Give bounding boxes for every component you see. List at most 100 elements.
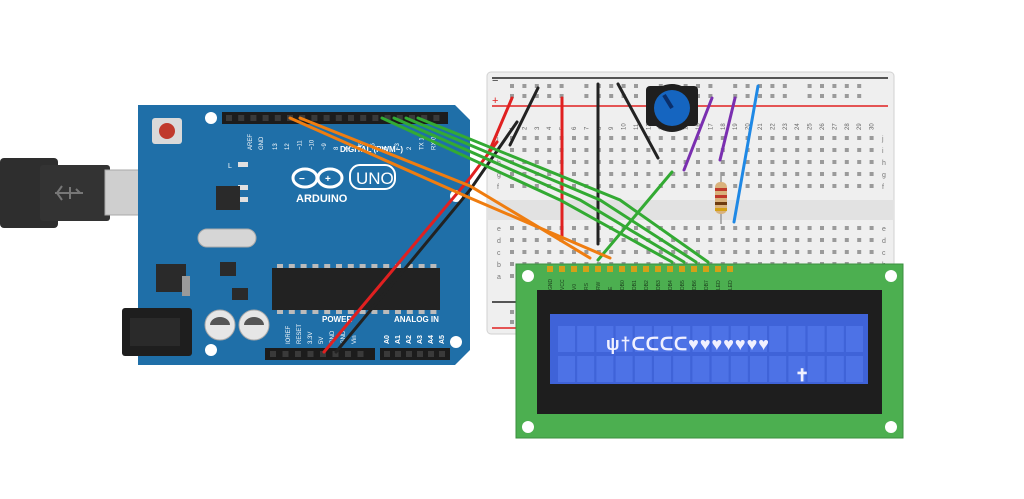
rail-hole[interactable]	[534, 84, 539, 88]
breadboard-hole[interactable]	[658, 250, 663, 254]
breadboard-hole[interactable]	[770, 226, 775, 230]
breadboard-hole[interactable]	[696, 172, 700, 176]
lcd-pin[interactable]	[691, 266, 697, 272]
breadboard-hole[interactable]	[795, 238, 800, 242]
rail-hole[interactable]	[547, 94, 552, 98]
breadboard-hole[interactable]	[547, 226, 552, 230]
analog-pin[interactable]	[439, 351, 445, 357]
breadboard-hole[interactable]	[534, 238, 539, 242]
breadboard-hole[interactable]	[510, 226, 514, 230]
breadboard-hole[interactable]	[720, 226, 725, 230]
breadboard-hole[interactable]	[795, 136, 800, 140]
breadboard-hole[interactable]	[733, 184, 738, 188]
breadboard-hole[interactable]	[782, 184, 787, 188]
breadboard-hole[interactable]	[621, 148, 626, 152]
rail-hole[interactable]	[770, 84, 775, 88]
breadboard-hole[interactable]	[584, 136, 589, 140]
breadboard-hole[interactable]	[807, 184, 812, 188]
breadboard-hole[interactable]	[720, 172, 725, 176]
breadboard-hole[interactable]	[634, 250, 638, 254]
breadboard-hole[interactable]	[609, 250, 614, 254]
breadboard-hole[interactable]	[708, 226, 713, 230]
breadboard-hole[interactable]	[634, 136, 638, 140]
breadboard-hole[interactable]	[820, 172, 824, 176]
breadboard-hole[interactable]	[832, 226, 837, 230]
breadboard-hole[interactable]	[522, 226, 527, 230]
breadboard-hole[interactable]	[795, 148, 800, 152]
potentiometer[interactable]	[646, 84, 698, 132]
breadboard-hole[interactable]	[547, 250, 552, 254]
breadboard-hole[interactable]	[534, 184, 539, 188]
breadboard-hole[interactable]	[634, 184, 638, 188]
breadboard-hole[interactable]	[782, 250, 787, 254]
breadboard-hole[interactable]	[807, 136, 812, 140]
breadboard-hole[interactable]	[832, 148, 837, 152]
breadboard-hole[interactable]	[832, 160, 837, 164]
header-pin[interactable]	[372, 115, 379, 121]
breadboard-hole[interactable]	[807, 172, 812, 176]
rail-hole[interactable]	[547, 84, 552, 88]
breadboard-hole[interactable]	[559, 250, 564, 254]
breadboard-hole[interactable]	[510, 262, 514, 266]
breadboard-hole[interactable]	[547, 136, 552, 140]
breadboard-hole[interactable]	[584, 226, 589, 230]
breadboard-hole[interactable]	[621, 184, 626, 188]
rail-hole[interactable]	[857, 84, 862, 88]
breadboard-hole[interactable]	[510, 172, 514, 176]
breadboard-hole[interactable]	[683, 250, 688, 254]
breadboard-hole[interactable]	[758, 250, 762, 254]
breadboard-hole[interactable]	[609, 136, 614, 140]
breadboard-hole[interactable]	[857, 250, 862, 254]
breadboard-hole[interactable]	[621, 136, 626, 140]
rail-hole[interactable]	[634, 94, 638, 98]
power-pin[interactable]	[307, 351, 314, 357]
breadboard-hole[interactable]	[609, 160, 614, 164]
breadboard-hole[interactable]	[857, 172, 862, 176]
header-pin[interactable]	[274, 115, 281, 121]
breadboard-hole[interactable]	[832, 184, 837, 188]
breadboard-hole[interactable]	[857, 136, 862, 140]
breadboard-hole[interactable]	[844, 226, 849, 230]
breadboard-hole[interactable]	[547, 148, 552, 152]
power-pin[interactable]	[332, 351, 339, 357]
breadboard-hole[interactable]	[646, 172, 651, 176]
breadboard-hole[interactable]	[844, 172, 849, 176]
header-pin[interactable]	[396, 115, 403, 121]
breadboard-hole[interactable]	[869, 226, 874, 230]
breadboard-hole[interactable]	[683, 226, 688, 230]
breadboard-hole[interactable]	[733, 136, 738, 140]
lcd-pin[interactable]	[727, 266, 733, 272]
breadboard-hole[interactable]	[733, 160, 738, 164]
breadboard-hole[interactable]	[795, 226, 800, 230]
breadboard-hole[interactable]	[572, 184, 576, 188]
breadboard-hole[interactable]	[758, 148, 762, 152]
breadboard-hole[interactable]	[646, 226, 651, 230]
breadboard-hole[interactable]	[758, 238, 762, 242]
lcd-pin[interactable]	[679, 266, 685, 272]
header-pin[interactable]	[409, 115, 415, 121]
breadboard-hole[interactable]	[572, 250, 576, 254]
breadboard-hole[interactable]	[510, 238, 514, 242]
breadboard-hole[interactable]	[733, 172, 738, 176]
breadboard-hole[interactable]	[534, 250, 539, 254]
breadboard-hole[interactable]	[770, 184, 775, 188]
breadboard-hole[interactable]	[770, 250, 775, 254]
analog-pin[interactable]	[395, 351, 401, 357]
rail-hole[interactable]	[621, 84, 626, 88]
header-pin[interactable]	[348, 115, 354, 121]
breadboard-hole[interactable]	[869, 250, 874, 254]
breadboard-hole[interactable]	[510, 250, 514, 254]
rail-hole[interactable]	[510, 94, 514, 98]
breadboard-hole[interactable]	[807, 160, 812, 164]
rail-hole[interactable]	[758, 84, 762, 88]
analog-pin[interactable]	[406, 351, 412, 357]
breadboard-hole[interactable]	[758, 136, 762, 140]
breadboard-hole[interactable]	[844, 160, 849, 164]
breadboard-hole[interactable]	[522, 148, 527, 152]
rail-hole[interactable]	[782, 94, 787, 98]
breadboard-hole[interactable]	[857, 184, 862, 188]
lcd-pin[interactable]	[643, 266, 649, 272]
header-pin[interactable]	[262, 115, 269, 121]
header-pin[interactable]	[335, 115, 342, 121]
